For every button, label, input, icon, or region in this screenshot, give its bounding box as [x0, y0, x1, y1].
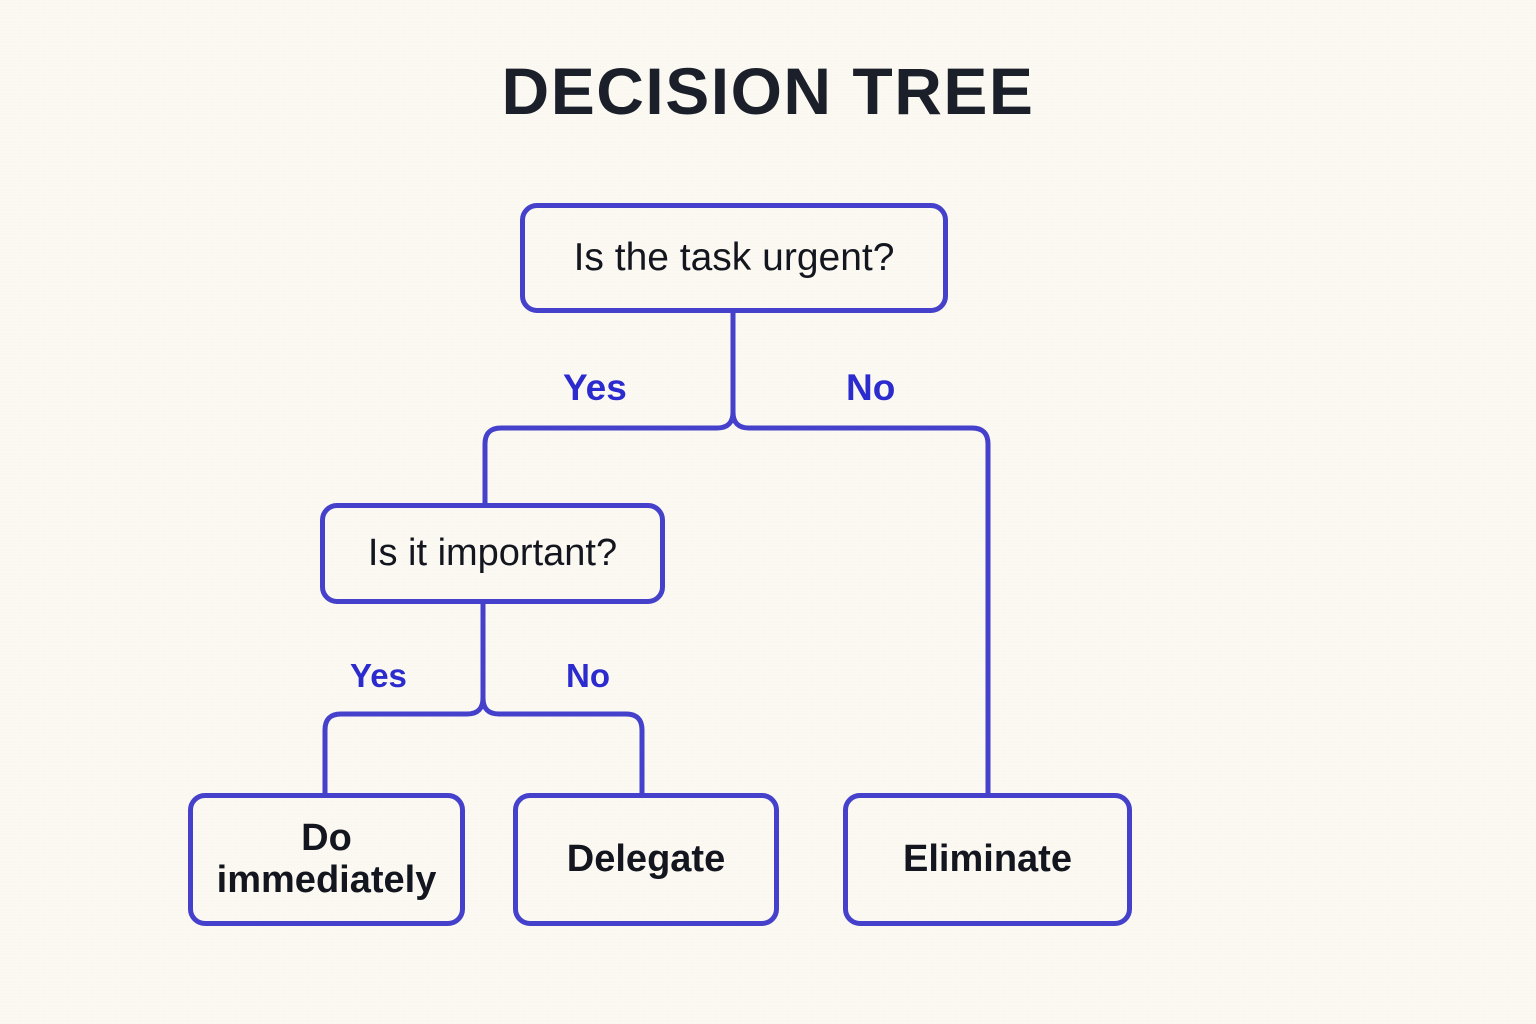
node-label: Eliminate — [903, 837, 1072, 880]
node-label: Do immediately — [216, 817, 437, 901]
edge-label-important-no: No — [566, 657, 610, 694]
edge-important-no — [480, 695, 645, 796]
node-label: Delegate — [566, 837, 726, 880]
edge-label-root-no: No — [846, 367, 896, 408]
edge-label-root-yes: Yes — [563, 367, 627, 408]
node-label: Is it important? — [367, 531, 618, 574]
page-title: DECISION TREE — [501, 54, 1035, 128]
edge-important-yes — [322, 601, 486, 796]
edge-label-important-yes: Yes — [350, 657, 407, 694]
node-is-it-important[interactable]: Is it important? — [320, 503, 665, 604]
edge-root-no — [730, 409, 991, 796]
node-eliminate[interactable]: Eliminate — [843, 793, 1132, 926]
node-label: Is the task urgent? — [573, 235, 895, 279]
node-is-the-task-urgent[interactable]: Is the task urgent? — [520, 203, 948, 313]
node-do-immediately[interactable]: Do immediately — [188, 793, 465, 926]
node-delegate[interactable]: Delegate — [513, 793, 779, 926]
